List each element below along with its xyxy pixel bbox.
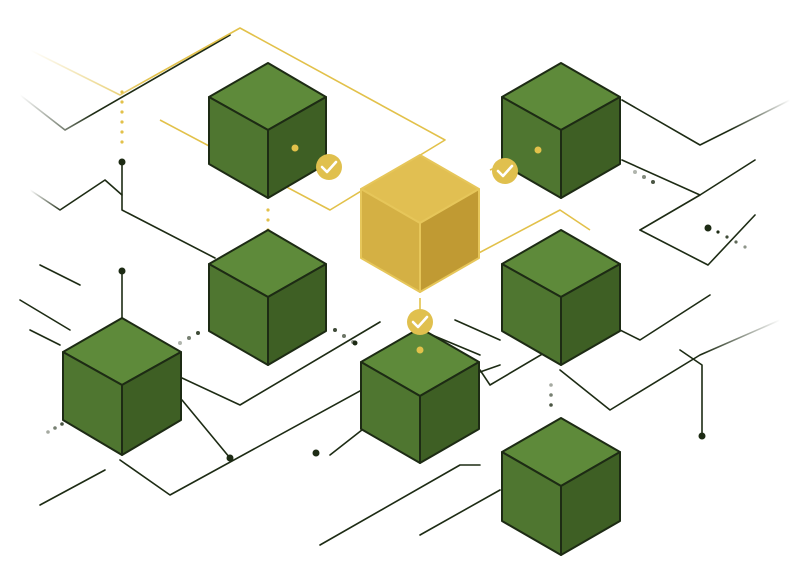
- gold-line: [474, 209, 591, 256]
- circuit-line: [559, 319, 781, 411]
- check-badge-icon: [407, 309, 433, 335]
- check-badge-icon: [492, 158, 518, 184]
- check-badges: [316, 154, 518, 335]
- cube-icon: [501, 417, 621, 556]
- cube-icon: [62, 317, 182, 456]
- circuit-line: [454, 319, 501, 341]
- circuit-line: [419, 489, 501, 536]
- circuit-line: [639, 214, 756, 266]
- cube-icon: [501, 62, 621, 199]
- gold-cube-icon: [360, 154, 480, 293]
- cube-icon: [208, 229, 327, 366]
- circuit-line: [19, 34, 231, 131]
- check-badge-icon: [316, 154, 342, 180]
- circuit-line: [121, 164, 216, 259]
- cubes: [62, 62, 621, 556]
- circuit-line: [639, 194, 701, 231]
- circuit-line: [181, 399, 231, 459]
- circuit-line: [19, 299, 71, 331]
- cube-icon: [501, 229, 621, 366]
- circuit-line: [39, 264, 81, 286]
- circuit-line: [679, 349, 703, 436]
- circuit-line: [119, 379, 381, 496]
- cube-icon: [208, 62, 327, 199]
- circuit-lines: [19, 34, 791, 546]
- gold-line: [29, 27, 446, 211]
- gold-link-dots: [291, 144, 542, 354]
- gray-dot-trails: [46, 170, 747, 434]
- circuit-line: [181, 321, 381, 406]
- circuit-line: [479, 364, 501, 373]
- circuit-line: [39, 469, 106, 506]
- circuit-line: [319, 464, 481, 546]
- circuit-line: [621, 159, 756, 196]
- circuit-line: [29, 329, 61, 346]
- cube-icon: [360, 327, 480, 464]
- circuit-line: [621, 99, 791, 146]
- circuit-line: [29, 179, 123, 211]
